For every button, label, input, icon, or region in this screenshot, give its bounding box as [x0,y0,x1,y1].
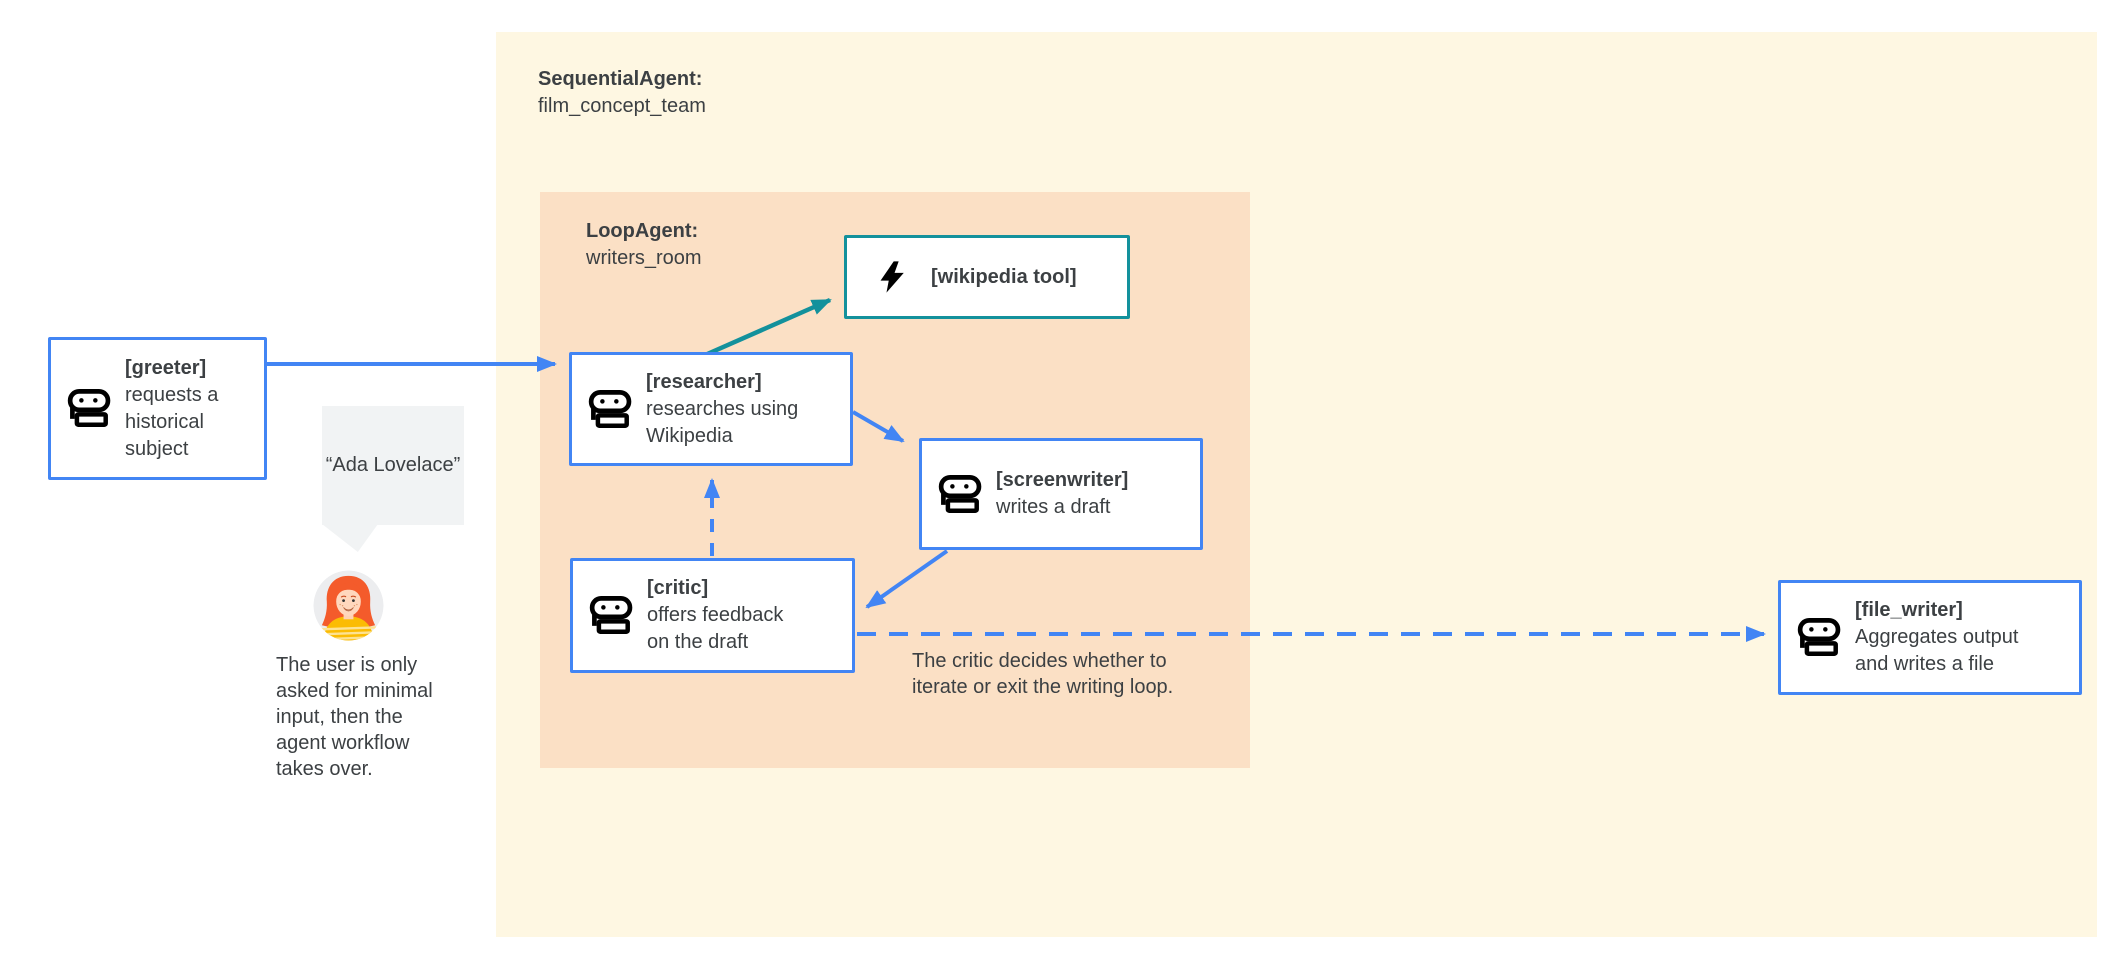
robot-icon [589,595,634,636]
wikipedia-tool-node: [wikipedia tool] [844,235,1130,319]
user-quote-bubble: “Ada Lovelace” [322,406,464,525]
file-writer-title: [file_writer] [1855,599,1963,621]
sequential-agent-name: film_concept_team [538,95,706,117]
researcher-node: [researcher] researches using Wikipedia [569,352,853,466]
loop-agent-label: LoopAgent: writers_room [586,218,702,272]
loop-agent-type: LoopAgent: [586,220,699,242]
screenwriter-node: [screenwriter] writes a draft [919,438,1203,550]
user-note: The user is only asked for minimal input… [276,654,433,780]
arrow-screenwriter-to-critic [865,549,949,609]
user-avatar [313,570,384,641]
greeter-node: [greeter] requests a historical subject [48,337,267,480]
loop-agent-name: writers_room [586,247,702,269]
critic-title: [critic] [647,577,709,599]
file-writer-node: [file_writer] Aggregates output and writ… [1778,580,2082,695]
researcher-title: [researcher] [646,370,762,393]
robot-icon [588,389,633,430]
screenwriter-title: [screenwriter] [996,469,1129,491]
user-quote-text: “Ada Lovelace” [325,454,461,476]
greeter-desc: requests a historical subject [125,383,219,460]
arrow-researcher-to-wikipedia-tool [695,297,832,362]
critic-desc: offers feedback on the draft [647,604,784,653]
wikipedia-tool-title: [wikipedia tool] [931,265,1077,288]
robot-icon [1797,617,1842,658]
robot-icon [67,388,112,429]
researcher-desc: researches using Wikipedia [646,397,799,447]
file-writer-desc: Aggregates output and writes a file [1855,626,2019,675]
sequential-agent-type: SequentialAgent: [538,68,703,90]
arrow-researcher-to-screenwriter [851,410,905,443]
critic-node: [critic] offers feedback on the draft [570,558,855,673]
bolt-icon [875,259,909,295]
screenwriter-desc: writes a draft [996,496,1111,518]
greeter-title: [greeter] [125,356,207,379]
robot-icon [938,474,983,515]
sequential-agent-label: SequentialAgent: film_concept_team [538,66,706,120]
critic-note: The critic decides whether to iterate or… [912,650,1174,698]
